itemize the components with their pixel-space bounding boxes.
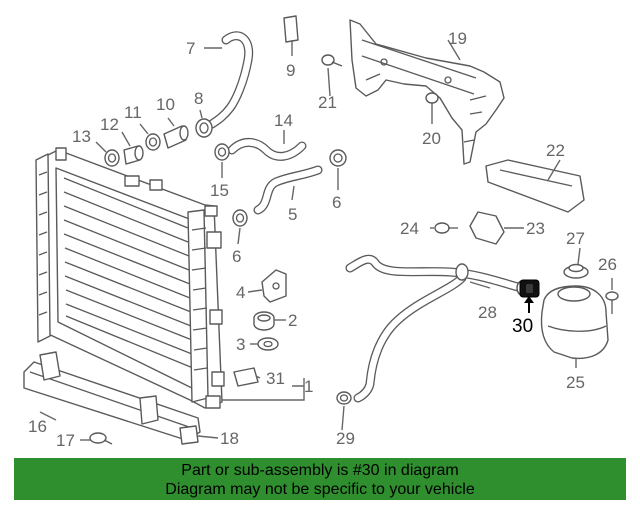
clamp-8 xyxy=(195,118,213,138)
cap-27 xyxy=(563,263,589,279)
callout-29: 29 xyxy=(336,429,355,448)
hose-5 xyxy=(253,165,323,215)
fitting-12 xyxy=(123,145,144,165)
baffle-22 xyxy=(485,159,585,213)
callout-4: 4 xyxy=(236,283,245,302)
callout-15: 15 xyxy=(210,181,229,200)
parts-diagram: 7 9 8 10 11 12 13 14 15 5 6 6 4 2 3 31 1… xyxy=(23,15,619,450)
banner-line-2: Diagram may not be specific to your vehi… xyxy=(165,481,475,498)
grommet-2 xyxy=(253,311,275,331)
grommet-3 xyxy=(257,337,279,351)
clip-18 xyxy=(179,425,199,445)
callout-6-lower: 6 xyxy=(232,247,241,266)
hose-28 xyxy=(345,254,528,403)
callout-5: 5 xyxy=(288,205,297,224)
connector-31 xyxy=(233,367,259,387)
callout-26: 26 xyxy=(598,255,617,274)
tie-bar-19 xyxy=(349,19,505,165)
callout-11: 11 xyxy=(124,103,142,122)
callout-9: 9 xyxy=(286,61,295,80)
callout-7: 7 xyxy=(186,39,195,58)
callout-13: 13 xyxy=(72,127,91,146)
leader-lines xyxy=(39,39,613,441)
callout-28: 28 xyxy=(478,303,497,322)
callout-17: 17 xyxy=(56,431,75,450)
callout-19: 19 xyxy=(448,29,467,48)
banner-line-1: Part or sub-assembly is #30 in diagram xyxy=(181,462,459,479)
callout-24: 24 xyxy=(400,219,419,238)
bolt-24 xyxy=(434,222,458,234)
callout-6-upper: 6 xyxy=(332,193,341,212)
callout-1: 1 xyxy=(304,377,313,396)
callout-8: 8 xyxy=(194,89,203,108)
bolt-26 xyxy=(605,291,619,314)
lower-support-16 xyxy=(23,351,201,441)
clamp-29 xyxy=(336,391,352,405)
clamp-13 xyxy=(104,149,120,167)
callout-2: 2 xyxy=(288,311,297,330)
callout-30: 30 xyxy=(512,316,533,337)
hose-14 xyxy=(227,138,307,161)
radiator xyxy=(35,147,225,409)
callout-25: 25 xyxy=(566,373,585,392)
callout-3: 3 xyxy=(236,335,245,354)
clamp-6-lower xyxy=(232,209,248,227)
bolt-21 xyxy=(321,54,343,67)
callout-16: 16 xyxy=(28,417,47,436)
callout-27: 27 xyxy=(566,229,585,248)
callout-22: 22 xyxy=(546,141,565,160)
callout-labels: 7 9 8 10 11 12 13 14 15 5 6 6 4 2 3 31 1… xyxy=(28,29,617,450)
highlighted-part-30 xyxy=(519,279,540,313)
bracket-23 xyxy=(469,211,505,245)
bracket-9 xyxy=(283,15,299,43)
callout-21: 21 xyxy=(318,93,337,112)
callout-31: 31 xyxy=(266,369,285,388)
callout-12: 12 xyxy=(100,115,119,134)
callout-14: 14 xyxy=(274,111,293,130)
hose-7 xyxy=(207,31,254,129)
fitting-10 xyxy=(163,125,189,149)
callout-10: 10 xyxy=(156,95,175,114)
clamp-15 xyxy=(214,143,230,161)
info-banner: Part or sub-assembly is #30 in diagram D… xyxy=(14,458,626,500)
reservoir-25 xyxy=(540,285,609,360)
bolt-17 xyxy=(89,432,113,445)
bolt-20 xyxy=(425,92,439,112)
callout-20: 20 xyxy=(422,129,441,148)
clamp-11 xyxy=(145,133,161,151)
clamp-6-upper xyxy=(329,149,347,167)
callout-23: 23 xyxy=(526,219,545,238)
bracket-4 xyxy=(261,269,287,303)
callout-18: 18 xyxy=(220,429,239,448)
